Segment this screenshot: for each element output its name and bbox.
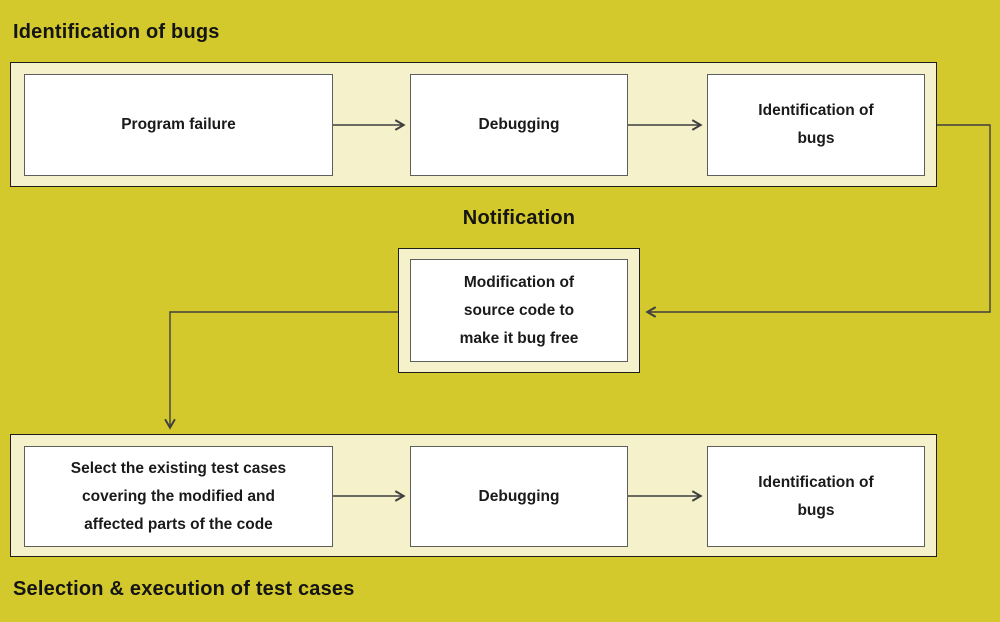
node-identification-of-bugs-top: Identification of bugs [707,74,925,176]
section-title-identification-of-bugs: Identification of bugs [13,21,220,43]
node-debugging-bottom: Debugging [410,446,628,547]
node-debugging-top: Debugging [410,74,628,176]
node-label: Identification of bugs [758,473,874,519]
node-label: Program failure [121,116,236,133]
section-title-notification: Notification [462,207,576,229]
node-label: Debugging [478,487,560,505]
node-modification-of-source-code: Modification of source code to make it b… [410,259,628,362]
node-label: Select the existing test cases covering … [70,459,287,533]
section-title-selection-execution: Selection & execution of test cases [13,578,355,600]
node-label: Identification of bugs [758,102,874,147]
node-select-existing-test-cases: Select the existing test cases covering … [24,446,333,547]
node-identification-of-bugs-bottom: Identification of bugs [707,446,925,547]
arrow-modification-to-selection-band [164,311,398,430]
node-label: Modification of source code to make it b… [459,273,579,347]
node-label: Debugging [478,116,560,133]
node-program-failure: Program failure [24,74,333,176]
